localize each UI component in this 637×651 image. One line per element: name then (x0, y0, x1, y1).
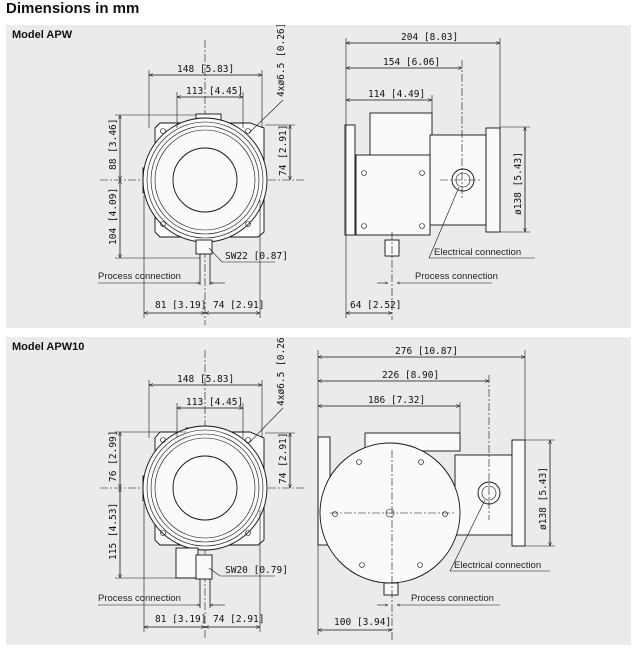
dim-housing: 186 [7.32] (368, 395, 425, 406)
dim-overall: 204 [8.03] (401, 32, 458, 43)
dim-right-height: 74 [2.91] (278, 433, 289, 484)
front-view: 148 [5.83] 113 [4.45] 4xø6.5 [0.26] 76 [… (98, 337, 305, 640)
apw10-drawing: 148 [5.83] 113 [4.45] 4xø6.5 [0.26] 76 [… (98, 337, 555, 640)
dim-housing: 114 [4.49] (368, 89, 425, 100)
front-view: 148 [5.83] 113 [4.45] 4xø6.5 [0.26] 88 [… (98, 25, 305, 325)
dim-diameter: ø138 [5.43] (513, 152, 524, 215)
panel-model-apw10: Model APW10 148 [5.83] 113 [4. (6, 337, 631, 645)
dim-process-offset: 100 [3.94] (334, 617, 391, 628)
page-title: Dimensions in mm (6, 0, 140, 17)
dim-bottom-height: 104 [4.09] (108, 188, 119, 245)
dim-square-outer: 148 [5.83] (177, 64, 234, 75)
panel-model-apw: Model APW 148 [5.83] 113 [4.45] (6, 25, 631, 328)
side-view: 204 [8.03] 154 [6.06] 114 [4.49] ø138 [5… (344, 32, 535, 320)
dim-overall: 276 [10.87] (395, 346, 458, 357)
process-connection-label: Process connection (411, 593, 494, 604)
dim-top-height: 88 [3.46] (108, 119, 119, 170)
model-label: Model APW (12, 29, 73, 41)
dim-bottom-height: 115 [4.53] (108, 503, 119, 560)
dim-holes: 4xø6.5 [0.26] (276, 337, 287, 406)
dim-left-width: 81 [3.19] (155, 300, 206, 311)
dim-square-inner: 113 [4.45] (186, 86, 243, 97)
process-connection-label: Process connection (98, 593, 181, 604)
dim-to-electrical: 226 [8.90] (382, 370, 439, 381)
electrical-connection-label: Electrical connection (454, 560, 541, 571)
dim-to-electrical: 154 [6.06] (383, 57, 440, 68)
side-view: 276 [10.87] 226 [8.90] 186 [7.32] ø138 [… (317, 346, 555, 640)
dim-right-height: 74 [2.91] (278, 125, 289, 176)
dim-square-inner: 113 [4.45] (186, 397, 243, 408)
model-label: Model APW10 (12, 341, 85, 353)
process-connection-label: Process connection (98, 271, 181, 282)
dim-holes: 4xø6.5 [0.26] (276, 25, 287, 97)
dim-left-width: 81 [3.19] (155, 614, 206, 625)
dim-process-offset: 64 [2.52] (350, 300, 401, 311)
apw-drawing: 148 [5.83] 113 [4.45] 4xø6.5 [0.26] 88 [… (98, 25, 535, 325)
dim-right-width: 74 [2.91] (213, 614, 264, 625)
dim-square-outer: 148 [5.83] (177, 374, 234, 385)
dim-diameter: ø138 [5.43] (538, 467, 549, 530)
electrical-connection-label: Electrical connection (434, 247, 521, 258)
dim-top-height: 76 [2.99] (108, 431, 119, 482)
process-connection-label: Process connection (415, 271, 498, 282)
dim-wrench: SW22 [0.87] (225, 251, 288, 262)
dim-right-width: 74 [2.91] (213, 300, 264, 311)
dim-wrench: SW20 [0.79] (225, 565, 288, 576)
